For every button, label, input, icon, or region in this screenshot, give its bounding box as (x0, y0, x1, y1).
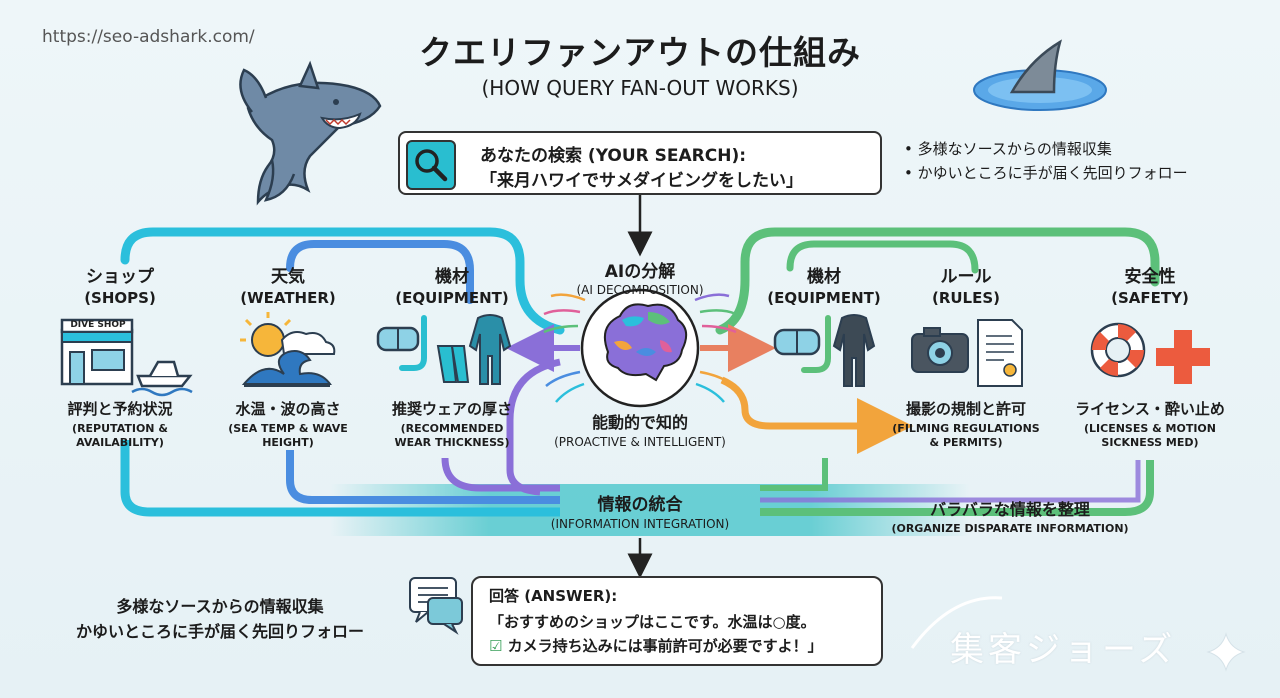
organize-label: バラバラな情報を整理 (ORGANIZE DISPARATE INFORMATI… (860, 496, 1160, 535)
dive-gear-right-icon (773, 314, 876, 387)
caption-text: 撮影の規制と許可 (905, 400, 1026, 418)
sun-wave-icon (240, 312, 336, 387)
answer-title: 回答 (ANSWER): (489, 587, 618, 605)
search-label: あなたの検索 (YOUR SEARCH): (480, 146, 747, 166)
integration-title: 情報の統合 (597, 495, 683, 515)
branch-title: 安全性 (1124, 267, 1176, 287)
bullet-item: • かゆいところに手が届く先回りフォロー (904, 164, 1188, 182)
chat-icon (409, 577, 463, 635)
connector-safety (715, 227, 1160, 335)
caption-text-en: (FILMING REGULATIONS& PERMITS) (892, 422, 1040, 449)
checkbox-icon: ☑ (489, 637, 503, 655)
search-icon (406, 140, 456, 190)
answer-line-2-text: カメラ持ち込みには事前許可が必要ですよ！」 (502, 637, 823, 655)
arrow-to-rules (720, 376, 913, 454)
branch-title: ショップ (86, 267, 154, 287)
integration-label: 情報の統合 (INFORMATION INTEGRATION) (500, 490, 780, 531)
bullet-item: 多様なソースからの情報収集 (116, 597, 324, 616)
bullet-item: • 多様なソースからの情報収集 (904, 140, 1112, 158)
ai-decomposition-header: AIの分解 (AI DECOMPOSITION) (560, 257, 720, 297)
connector-safety-bottom (760, 460, 1154, 516)
organize-title-en: (ORGANIZE DISPARATE INFORMATION) (891, 522, 1129, 535)
organize-title: バラバラな情報を整理 (930, 500, 1090, 519)
answer-line-1: 「おすすめのショップはここです。水温は○度。 (489, 613, 816, 631)
page-title: クエリファンアウトの仕組み (419, 33, 861, 72)
ai-title: AIの分解 (604, 262, 676, 282)
answer-box: 回答 (ANSWER): 「おすすめのショップはここです。水温は○度。 ☑ カメ… (471, 576, 883, 666)
brain-icon (604, 303, 688, 382)
branch-title-en: (SAFETY) (1111, 289, 1189, 307)
watermark-swoosh (910, 596, 1003, 649)
bullet-item: かゆいところに手が届く先回りフォロー (75, 622, 364, 641)
branch-equipment-left-header: 機材 (EQUIPMENT) (372, 262, 532, 307)
connector-shops (120, 227, 565, 335)
top-right-bullets: • 多様なソースからの情報収集 • かゆいところに手が届く先回りフォロー (904, 137, 1188, 185)
branch-shops-caption: 評判と予約状況 (REPUTATION &AVAILABILITY) (40, 398, 200, 450)
dive-shop-icon (60, 318, 193, 397)
dive-gear-left-icon (376, 314, 512, 385)
ai-caption-text: 能動的で知的 (591, 413, 688, 432)
branch-weather-header: 天気 (WEATHER) (208, 262, 368, 307)
connector-weather-bottom (286, 450, 560, 504)
branch-title-en: (RULES) (931, 289, 1001, 307)
ai-caption-text-en: (PROACTIVE & INTELLIGENT) (554, 435, 726, 449)
watermark-logo: 集客ジョーズ (950, 630, 1177, 670)
caption-text: ライセンス・酔い止め (1075, 400, 1225, 418)
integration-title-en: (INFORMATION INTEGRATION) (550, 517, 730, 531)
branch-title: 天気 (271, 267, 305, 287)
branch-title-en: (SHOPS) (84, 289, 156, 307)
brain-rays (543, 293, 737, 403)
branch-rules-caption: 撮影の規制と許可 (FILMING REGULATIONS& PERMITS) (886, 398, 1046, 450)
branch-safety-header: 安全性 (SAFETY) (1070, 262, 1230, 307)
bottom-left-bullets: 多様なソースからの情報収集 かゆいところに手が届く先回りフォロー (40, 594, 400, 644)
connector-rules-bottom (760, 458, 828, 491)
branch-title-en: (EQUIPMENT) (395, 289, 509, 307)
dive-shop-sign: DIVE SHOP (70, 320, 126, 330)
connector-shops-bottom (120, 440, 560, 517)
sparkle-icon (1206, 632, 1246, 672)
site-url: https://seo-adshark.com/ (42, 27, 255, 47)
search-query: 「来月ハワイでサメダイビングをしたい」 (480, 171, 803, 191)
connector-weather (286, 240, 474, 304)
page-subtitle: (HOW QUERY FAN-OUT WORKS) (481, 76, 799, 100)
ai-caption: 能動的で知的 (PROACTIVE & INTELLIGENT) (540, 409, 740, 449)
camera-document-icon (911, 319, 1023, 387)
shark-icon (239, 60, 382, 206)
lifebuoy-cross-icon (1090, 322, 1210, 384)
branch-equipment-right-header: 機材 (EQUIPMENT) (744, 262, 904, 307)
connector-rules (786, 240, 979, 274)
branch-title-en: (WEATHER) (240, 289, 336, 307)
caption-text: 評判と予約状況 (67, 400, 173, 418)
connector-safety-bottom-2 (760, 460, 1141, 503)
caption-text: 水温・波の高さ (235, 400, 341, 418)
shark-fin-icon (973, 39, 1107, 111)
connector-equipment-left-bottom (441, 457, 560, 492)
search-box: あなたの検索 (YOUR SEARCH): 「来月ハワイでサメダイビングをしたい… (398, 131, 882, 195)
caption-text: 推奨ウェアの厚さ (391, 400, 512, 418)
branch-rules-header: ルール (RULES) (886, 262, 1046, 307)
branch-title: 機材 (807, 267, 841, 287)
branch-title: ルール (940, 267, 992, 287)
ai-title-en: (AI DECOMPOSITION) (576, 283, 704, 297)
caption-text-en: (REPUTATION &AVAILABILITY) (72, 422, 168, 449)
branch-shops-header: ショップ (SHOPS) (40, 262, 200, 307)
answer-line-2: ☑ カメラ持ち込みには事前許可が必要ですよ！」 (489, 635, 823, 656)
branch-title: 機材 (435, 267, 469, 287)
branch-title-en: (EQUIPMENT) (767, 289, 881, 307)
